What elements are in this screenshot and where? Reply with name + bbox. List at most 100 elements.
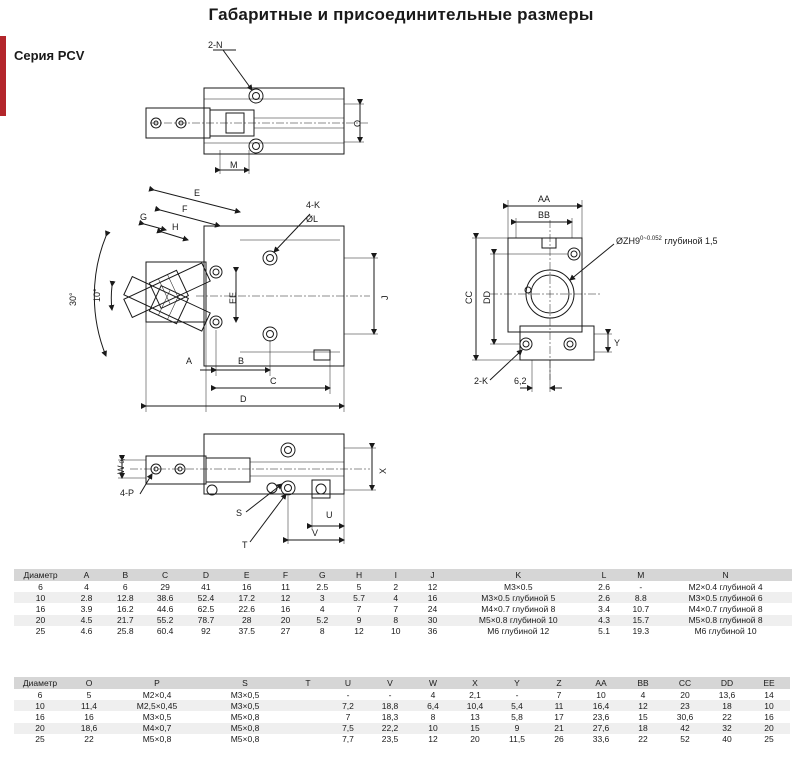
table-cell: 10,4: [454, 700, 496, 712]
table-cell: -: [515, 689, 519, 700]
column-header: F: [267, 569, 304, 581]
table-cell: 11: [281, 581, 290, 592]
column-header: Диаметр: [14, 569, 68, 581]
table-cell: 17: [554, 711, 564, 722]
table-cell: 26: [554, 734, 564, 745]
table-cell: M6 глубиной 12: [487, 626, 550, 637]
label-ee: EE: [228, 292, 238, 304]
column-header: E: [226, 569, 268, 581]
column-header: W: [412, 677, 454, 689]
table-cell: 7: [556, 689, 562, 700]
column-header: L: [585, 569, 623, 581]
column-header: N: [659, 569, 792, 581]
table-cell: 32: [706, 722, 748, 734]
column-header: U: [328, 677, 368, 689]
top-view: [145, 49, 370, 174]
label-f: F: [182, 204, 188, 214]
table-cell: 2.5: [316, 581, 329, 592]
table-cell: 13,6: [718, 689, 736, 700]
table-cell: 30,6: [676, 711, 694, 722]
table-cell: M2,5×0,45: [112, 700, 202, 712]
table-cell: M5×0,8: [230, 734, 260, 745]
table-cell: 12: [267, 592, 304, 604]
table-cell: 2.8: [67, 592, 106, 604]
technical-drawing: 2-N O M E F G H 4-K ØL 30° 10° EE J A B …: [68, 40, 718, 550]
table-cell: 8: [319, 626, 325, 637]
table-cell: 27: [280, 626, 291, 637]
label-x: X: [378, 468, 388, 474]
table-cell: 41: [201, 581, 211, 592]
table-cell: 36: [427, 626, 438, 637]
table-cell: 3.9: [80, 603, 93, 614]
table-cell: 4: [84, 581, 89, 592]
label-u: U: [326, 510, 333, 520]
table-cell: 12: [622, 700, 664, 712]
bottom-view: [118, 433, 376, 544]
table-cell: 10: [14, 700, 66, 712]
table-cell: 21: [538, 722, 580, 734]
table-cell: 55.2: [144, 614, 186, 626]
table-cell: 20: [680, 689, 690, 700]
column-header: BB: [622, 677, 664, 689]
end-view: [472, 200, 615, 392]
column-header: CC: [664, 677, 706, 689]
label-dd: DD: [482, 291, 492, 304]
table-cell: [288, 734, 328, 745]
table-cell: 23,6: [592, 711, 610, 722]
table-cell: 4: [430, 689, 436, 700]
table-cell: 18: [622, 722, 664, 734]
table-cell: M3×0.5 глубиной 6: [659, 592, 792, 604]
label-s: S: [236, 508, 242, 518]
table-cell: 60.4: [156, 626, 174, 637]
table-cell: 7,5: [328, 722, 368, 734]
table-cell: 17.2: [226, 592, 268, 604]
label-w: W-0,1: [116, 454, 126, 474]
table-cell: 5: [356, 581, 362, 592]
table-cell: 4.6: [80, 626, 93, 637]
table-cell: 7,7: [342, 734, 354, 745]
table-cell: 18,8: [368, 700, 412, 712]
table-cell: 7: [393, 603, 399, 614]
label-b: B: [238, 356, 244, 366]
table-cell: M5×0.8 глубиной 10: [450, 614, 586, 626]
table-cell: 10.7: [632, 603, 650, 614]
table-cell: 18,6: [66, 722, 112, 734]
table-cell: 7: [345, 711, 351, 722]
table-cell: 10: [748, 700, 790, 712]
table-cell: 7: [356, 603, 362, 614]
table-cell: 19.3: [632, 626, 650, 637]
table-cell: 10: [14, 592, 68, 604]
table-cell: 8: [377, 614, 415, 626]
table-cell: 18,3: [381, 711, 399, 722]
label-d: D: [240, 394, 247, 404]
label-y: Y: [614, 338, 620, 348]
table-cell: 22.6: [238, 603, 256, 614]
table-cell: M3×0.5 глубиной 5: [450, 592, 586, 604]
table-cell: M3×0.5: [503, 581, 533, 592]
label-c: C: [270, 376, 277, 386]
table-cell: 5.7: [340, 592, 378, 604]
table-cell: 30: [414, 614, 451, 626]
table-cell: 2,1: [469, 689, 481, 700]
table-cell: 52.4: [185, 592, 227, 604]
column-header: G: [303, 569, 341, 581]
table-cell: 14: [764, 689, 774, 700]
column-header: C: [144, 569, 186, 581]
table-cell: 20: [14, 722, 66, 734]
table-cell: 5.1: [598, 626, 610, 637]
table-cell: 18: [706, 700, 748, 712]
table-cell: M5×0.8 глубиной 8: [659, 614, 792, 626]
column-header: H: [340, 569, 378, 581]
column-header: K: [450, 569, 586, 581]
column-header: EE: [748, 677, 790, 689]
table-cell: M4×0.7 глубиной 8: [481, 603, 556, 614]
column-header: B: [105, 569, 145, 581]
table-cell: 40: [722, 734, 732, 745]
table-cell: 21.7: [105, 614, 145, 626]
